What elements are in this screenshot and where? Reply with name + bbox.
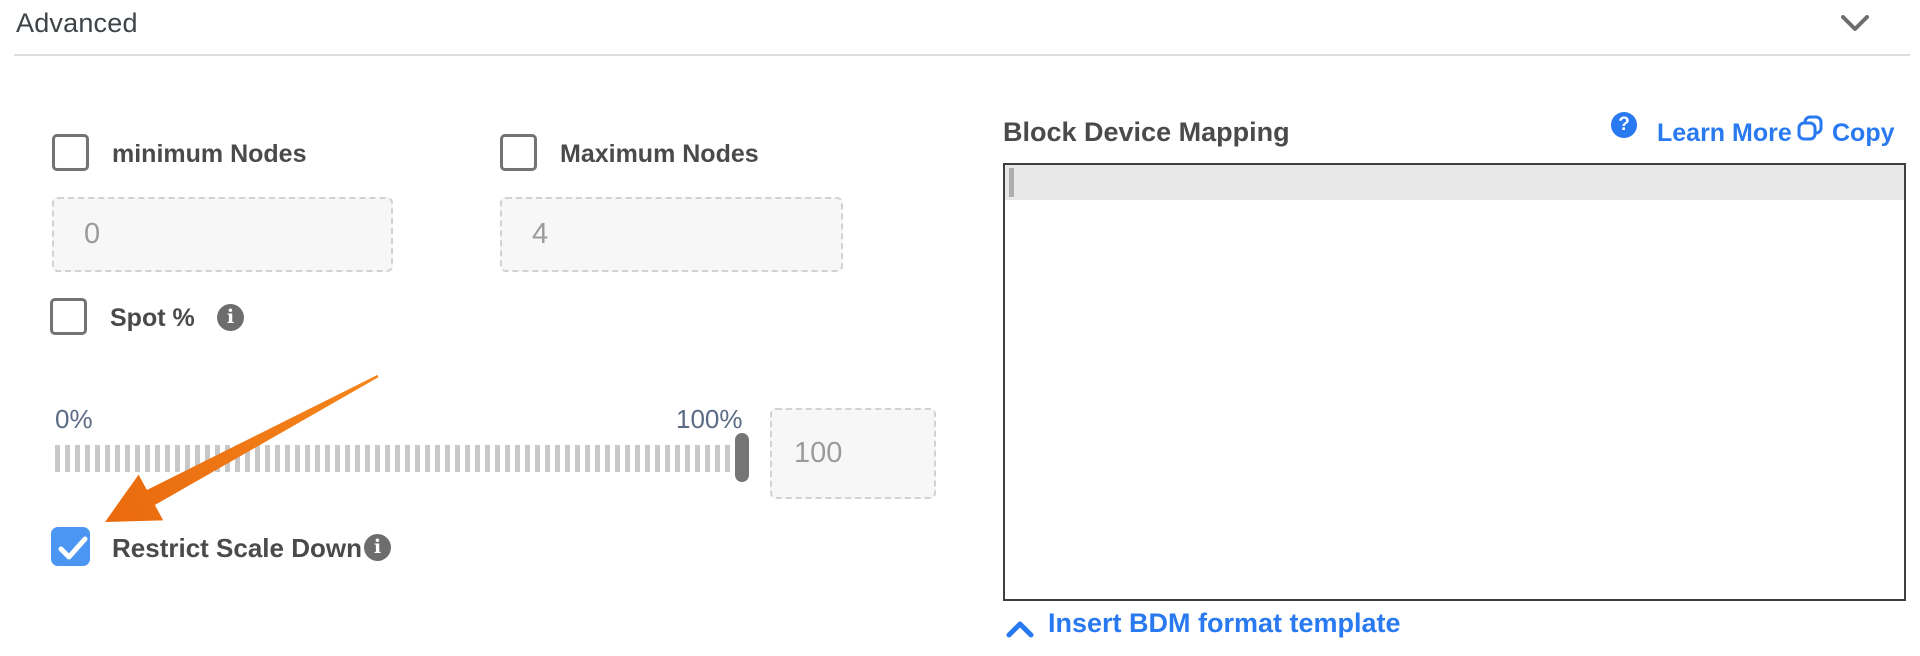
- learn-more-link[interactable]: Learn More: [1657, 119, 1792, 147]
- editor-text-cursor: [1009, 168, 1014, 197]
- checkmark-icon: [58, 536, 88, 560]
- spot-percent-label: Spot %: [110, 304, 195, 332]
- spot-percent-info-icon[interactable]: i: [217, 304, 244, 331]
- maximum-nodes-label: Maximum Nodes: [560, 140, 759, 168]
- learn-more-help-icon[interactable]: ?: [1611, 112, 1637, 138]
- maximum-nodes-input[interactable]: [500, 197, 843, 272]
- copy-link[interactable]: Copy: [1832, 119, 1895, 147]
- insert-bdm-template-link[interactable]: Insert BDM format template: [1048, 608, 1401, 638]
- slider-max-label: 100%: [676, 404, 743, 434]
- restrict-scale-down-info-icon[interactable]: i: [364, 534, 391, 561]
- chevron-down-icon: [1841, 15, 1869, 31]
- editor-active-line: [1005, 165, 1904, 200]
- spot-percent-slider-handle[interactable]: [735, 433, 749, 482]
- spot-percent-slider-track[interactable]: [55, 445, 737, 472]
- annotation-arrow-icon: [105, 374, 379, 522]
- minimum-nodes-input[interactable]: [52, 197, 393, 272]
- chevron-up-icon: [1006, 621, 1034, 638]
- section-title-advanced: Advanced: [16, 8, 138, 38]
- maximum-nodes-checkbox[interactable]: [500, 134, 537, 171]
- restrict-scale-down-checkbox[interactable]: [51, 527, 90, 566]
- block-device-mapping-title: Block Device Mapping: [1003, 117, 1290, 147]
- slider-min-label: 0%: [55, 404, 93, 434]
- collapse-template-button[interactable]: [1006, 620, 1034, 643]
- header-divider: [14, 54, 1910, 56]
- collapse-section-button[interactable]: [1840, 10, 1870, 36]
- spot-percent-value-input[interactable]: [770, 408, 936, 499]
- restrict-scale-down-label: Restrict Scale Down: [112, 533, 362, 563]
- minimum-nodes-label: minimum Nodes: [112, 140, 307, 168]
- minimum-nodes-checkbox[interactable]: [52, 134, 89, 171]
- copy-icon[interactable]: [1797, 115, 1824, 147]
- block-device-mapping-editor[interactable]: [1003, 163, 1906, 601]
- spot-percent-checkbox[interactable]: [50, 298, 87, 335]
